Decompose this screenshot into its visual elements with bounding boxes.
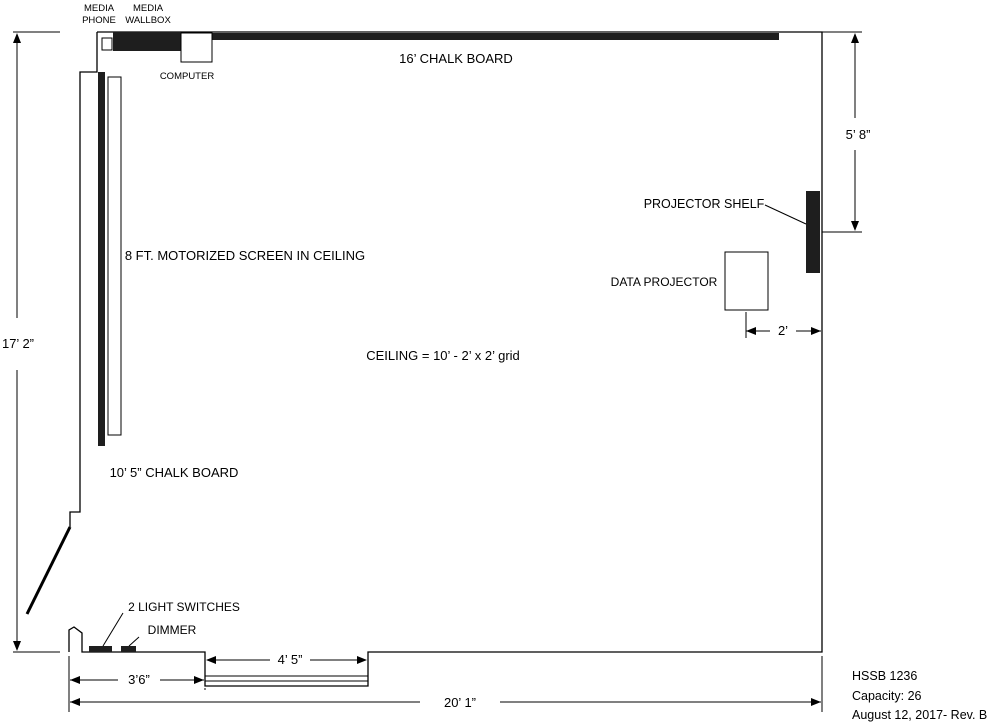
label-media-phone-2: PHONE xyxy=(82,15,116,26)
label-dimmer: DIMMER xyxy=(148,623,197,637)
top-chalkboard xyxy=(212,33,779,40)
dim-text-door-offset: 3’6” xyxy=(128,672,150,687)
dim-projector-offset xyxy=(745,312,821,338)
dim-room-width xyxy=(70,656,823,712)
computer-box xyxy=(180,32,213,63)
projection-screen xyxy=(107,76,122,436)
label-data-projector: DATA PROJECTOR xyxy=(611,275,718,289)
dim-room-depth xyxy=(13,31,60,653)
label-screen: 8 FT. MOTORIZED SCREEN IN CEILING xyxy=(125,248,365,263)
label-computer: COMPUTER xyxy=(160,71,215,82)
label-top-chalkboard: 16’ CHALK BOARD xyxy=(399,51,513,66)
media-wallbox xyxy=(113,32,181,51)
label-light-switches: 2 LIGHT SWITCHES xyxy=(128,600,240,614)
label-media-wallbox-2: WALLBOX xyxy=(125,15,171,26)
dim-shelf-offset xyxy=(822,31,862,233)
label-ceiling: CEILING = 10’ - 2’ x 2’ grid xyxy=(366,348,520,363)
dim-text-shelf-offset: 5’ 8” xyxy=(846,127,871,142)
label-media-wallbox-1: MEDIA xyxy=(133,3,164,14)
room-walls xyxy=(25,31,823,687)
dim-door-width xyxy=(206,656,367,664)
dimmer-leader xyxy=(128,636,140,647)
data-projector-box xyxy=(724,251,769,311)
dim-text-door-width: 4’ 5” xyxy=(278,652,303,667)
projector-shelf-leader xyxy=(764,204,807,225)
door xyxy=(205,675,368,682)
dim-text-room-depth: 17’ 2” xyxy=(2,336,34,351)
left-chalkboard xyxy=(98,72,105,446)
revision-date: August 12, 2017- Rev. B xyxy=(852,708,987,722)
label-media-phone-1: MEDIA xyxy=(84,3,115,14)
switches-leader xyxy=(102,612,124,647)
dim-text-room-width: 20’ 1” xyxy=(444,695,476,710)
room-number: HSSB 1236 xyxy=(852,669,917,683)
dimmer-switch xyxy=(121,646,136,652)
dim-door-offset xyxy=(68,656,206,712)
label-projector-shelf: PROJECTOR SHELF xyxy=(644,197,765,211)
room-capacity: Capacity: 26 xyxy=(852,689,922,703)
media-phone-box xyxy=(101,37,113,51)
label-left-chalkboard: 10’ 5” CHALK BOARD xyxy=(110,465,239,480)
dim-text-projector-offset: 2’ xyxy=(778,323,788,338)
light-switches xyxy=(89,646,112,652)
projector-shelf xyxy=(806,191,820,273)
